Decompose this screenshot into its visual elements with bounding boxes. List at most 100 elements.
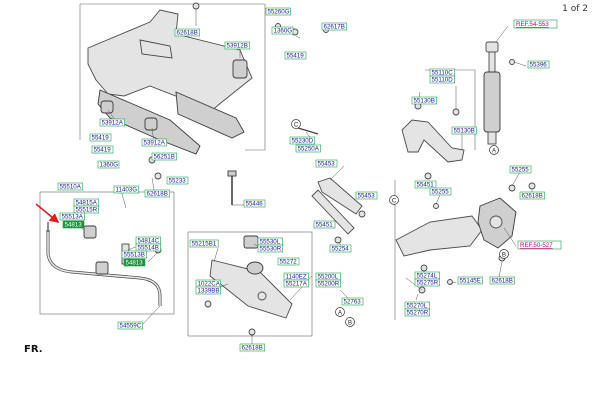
reference-label-text[interactable]: REF.50-527 — [520, 242, 553, 249]
svg-text:A: A — [492, 148, 496, 154]
lateral-links — [311, 177, 366, 244]
part-label-text: 55230D — [292, 138, 314, 145]
svg-text:B: B — [348, 320, 352, 326]
part-label-text: 55513A — [62, 214, 84, 221]
part-label: 55130B — [411, 96, 437, 105]
part-label-text: 55250A — [298, 146, 320, 153]
part-label: 55215B1 — [189, 239, 219, 248]
callout-a-bottom: A — [335, 307, 345, 317]
part-label-text: 55396 — [530, 62, 548, 69]
svg-text:B: B — [502, 252, 506, 258]
rear-crossmember — [87, 2, 299, 155]
svg-text:C: C — [392, 198, 397, 204]
part-label-text: 1360G — [100, 162, 119, 169]
part-label-text: 56251B — [154, 154, 175, 161]
part-label-text: 55453 — [358, 193, 376, 200]
reference-label[interactable]: REF.54-553 — [513, 19, 558, 29]
part-label: 11403G — [113, 185, 139, 194]
lower-arm-inset — [187, 231, 313, 337]
part-label: 55530R — [257, 244, 283, 253]
part-label-text: 55510A — [60, 184, 82, 191]
part-label-text: 55260G — [268, 9, 290, 16]
part-label-text: 55419 — [287, 53, 305, 60]
part-label-text: 53912B — [227, 43, 248, 50]
part-label-text: 55233 — [169, 178, 187, 185]
part-label-text: 54813 — [126, 260, 144, 267]
part-label-text: 55130B — [454, 128, 475, 135]
stabilizer-bar-inset — [39, 191, 175, 315]
callout-a-top: A — [489, 145, 499, 155]
part-label: 55510A — [57, 182, 83, 191]
part-label: 62618B — [144, 189, 170, 198]
part-label: 55419 — [91, 145, 114, 154]
part-label: 52763 — [341, 297, 364, 306]
part-label: 55514B — [135, 243, 161, 252]
part-label-text: 62618B — [492, 278, 513, 285]
part-label: 55255 — [509, 165, 532, 174]
part-label: 55530L — [257, 237, 283, 246]
part-label: 55419 — [284, 51, 307, 60]
part-label: 55515R — [73, 205, 99, 214]
part-label-text: 55200L — [318, 274, 339, 281]
part-label-text: 62618B — [147, 191, 168, 198]
part-label-text: 55530R — [260, 246, 282, 253]
part-label-text: 11403G — [116, 187, 138, 194]
part-label: 55217A — [283, 279, 309, 288]
part-label-text: 55130B — [414, 98, 435, 105]
part-label: 62618B — [239, 343, 265, 352]
svg-text:C: C — [294, 122, 299, 128]
part-label-text: 55215B1 — [192, 241, 217, 248]
part-label: 55233 — [166, 176, 189, 185]
part-label-text: 55145E — [460, 278, 481, 285]
part-label-text: 54814C — [138, 238, 160, 245]
part-label-text: 62618B — [522, 193, 543, 200]
part-label: 62618B — [489, 276, 515, 285]
callout-b-top: B — [499, 249, 509, 259]
part-label-text: 55530L — [260, 239, 281, 246]
part-label-text: 1360G — [274, 28, 293, 35]
front-direction-label: FR. — [24, 344, 43, 355]
part-label: 55110C — [429, 68, 455, 77]
part-label: 55453 — [355, 191, 378, 200]
part-label-text: 53912A — [144, 140, 166, 147]
part-label-text: 55453 — [318, 161, 336, 168]
part-label: 53912B — [224, 41, 250, 50]
part-label-text: 55200R — [318, 281, 340, 288]
part-label: 55260G — [265, 7, 291, 16]
knuckle-assembly — [395, 182, 536, 294]
part-label: 55419 — [89, 133, 112, 142]
part-label-text: 55110C — [432, 70, 454, 77]
reference-label[interactable]: REF.50-527 — [517, 240, 562, 250]
part-label: 55200R — [315, 279, 341, 288]
part-label-text: 62618B — [177, 30, 198, 37]
part-label-text: 54815A — [76, 200, 98, 207]
part-label: 55255 — [429, 187, 452, 196]
part-label: 55451 — [313, 220, 336, 229]
part-label: 55130B — [451, 126, 477, 135]
lower-control-arm — [204, 235, 293, 336]
part-label: 54559C — [117, 321, 143, 330]
part-label: 62618B — [519, 191, 545, 200]
part-label-text: 1022CA — [198, 281, 221, 288]
part-label: 55250A — [295, 144, 321, 153]
part-label-text: 55255 — [512, 167, 530, 174]
page-indicator: 1 of 2 — [562, 4, 588, 14]
part-label-text: 53912A — [102, 120, 124, 127]
svg-text:A: A — [338, 310, 342, 316]
part-label: 1140EZ — [283, 272, 309, 281]
part-label-text: 1339BB — [198, 288, 220, 295]
part-label-text: 55275R — [417, 280, 439, 287]
part-label: 1360G — [271, 26, 294, 35]
part-label: 55270L — [404, 301, 430, 310]
part-label-text: 55446 — [246, 201, 264, 208]
part-label: 55110D — [429, 75, 455, 84]
part-label: 54813 — [123, 258, 146, 267]
part-label: 54813 — [62, 220, 85, 229]
part-label-text: 55110D — [432, 77, 454, 84]
part-label: 55145E — [457, 276, 483, 285]
part-label-text: 52763 — [344, 299, 362, 306]
reference-label-text[interactable]: REF.54-553 — [516, 21, 549, 28]
